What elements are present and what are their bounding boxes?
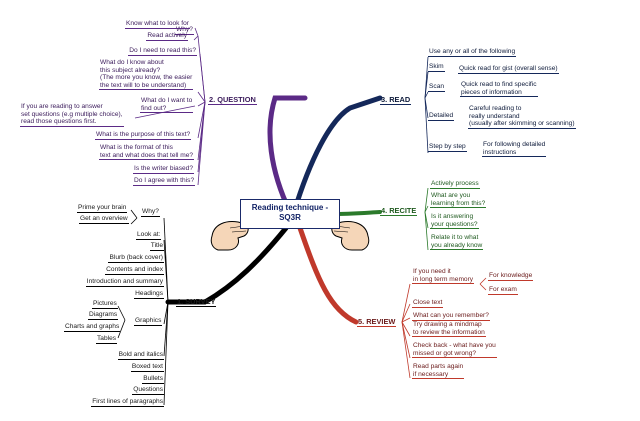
review-for-exam: For exam — [488, 286, 518, 295]
survey-text-item-1: Bold and italics — [117, 351, 164, 360]
read-scan: Scan — [428, 83, 446, 92]
survey-text-item-4: Questions — [132, 386, 164, 395]
question-purpose: What is the purpose of this text? — [95, 131, 192, 140]
question-agree: Do I agree with this? — [133, 177, 196, 186]
hands-illustration — [210, 221, 370, 251]
review-for-knowledge: For knowledge — [488, 272, 534, 281]
survey-graphics-item-1: Pictures — [92, 300, 118, 309]
survey-why: Why? — [141, 208, 160, 217]
recite-branch-title: 4. RECITE — [380, 206, 418, 216]
survey-graphics-item-4: Tables — [96, 335, 118, 344]
question-need-to-read: Do I need to read this? — [128, 47, 197, 56]
survey-text-item-5: First lines of paragraphs — [91, 398, 164, 407]
central-topic: Reading technique - SQ3R — [240, 199, 340, 229]
central-topic-line1: Reading technique - — [251, 203, 329, 212]
survey-look-item-3: Contents and index — [105, 266, 164, 275]
survey-look-item-5: Headings — [134, 290, 164, 299]
question-biased: Is the writer biased? — [133, 165, 195, 174]
survey-look-item-2: Blurb (back cover) — [108, 254, 164, 263]
read-skim: Skim — [428, 63, 445, 72]
read-detailed: Detailed — [428, 112, 455, 121]
read-step-by-step: Step by step — [428, 143, 467, 152]
survey-why-item-2: Get an overview — [79, 215, 129, 224]
review-branch-title: 5. REVIEW — [357, 317, 397, 327]
survey-text-item-3: Bullets — [142, 375, 164, 384]
review-item-2: What can you remember? — [412, 312, 490, 321]
survey-text-item-2: Boxed text — [130, 363, 164, 372]
survey-branch-title: 1. SURVEY — [176, 297, 217, 307]
read-intro: Use any or all of the following — [428, 48, 517, 57]
central-topic-line2: SQ3R — [279, 213, 301, 222]
survey-graphics: Graphics — [134, 317, 163, 326]
survey-why-item-1: Prime your brain — [77, 204, 128, 213]
review-item-1: Close text — [412, 299, 444, 308]
read-skim-desc: Quick read for gist (overall sense) — [458, 65, 559, 74]
survey-look-item-1: Title — [149, 242, 164, 251]
read-branch-title: 3. READ — [380, 95, 412, 105]
question-branch-title: 2. QUESTION — [208, 95, 257, 105]
question-why: Why? — [175, 26, 194, 35]
question-why-item-1: Know what to look for — [124, 20, 190, 29]
question-why-item-2: Read actively — [146, 32, 188, 41]
survey-graphics-item-3: Charts and graphs — [64, 323, 121, 332]
recite-item-1: Actively process — [430, 180, 480, 189]
survey-look-at: Look at: — [136, 231, 162, 240]
survey-look-item-4: Introduction and summary — [85, 278, 164, 287]
survey-graphics-item-2: Diagrams — [88, 311, 119, 320]
